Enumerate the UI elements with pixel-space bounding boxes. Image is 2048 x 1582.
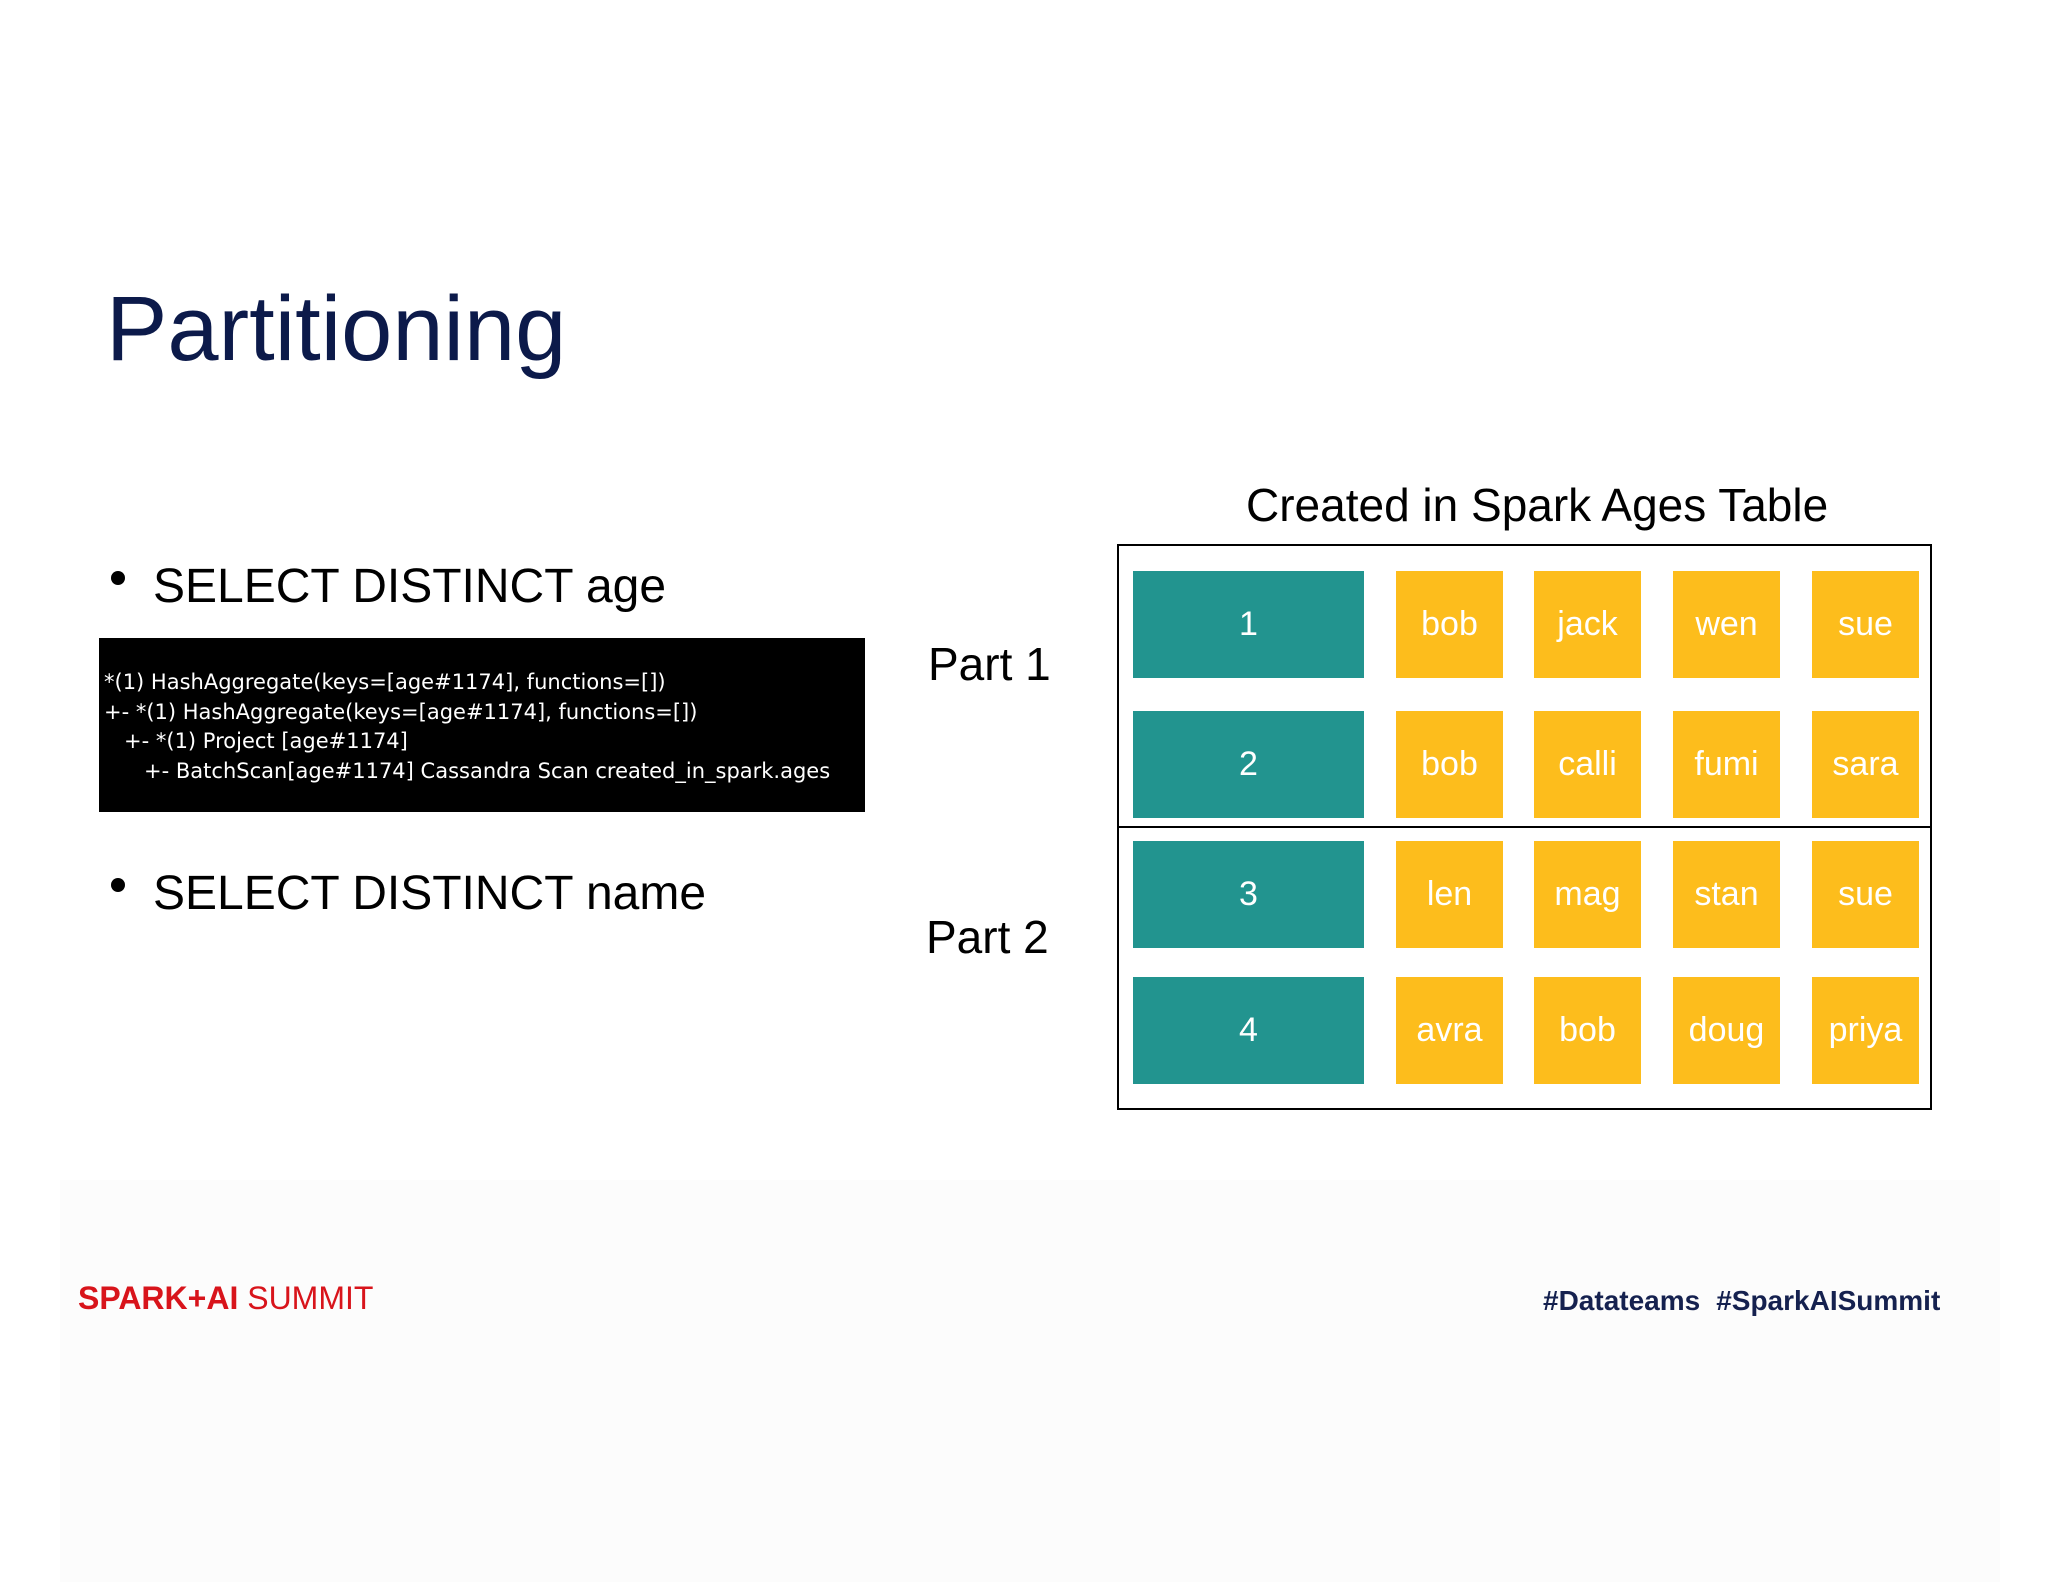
footer-background (60, 1180, 2000, 1582)
name-cell: bob (1534, 977, 1641, 1084)
bullet-dot-icon (111, 571, 125, 585)
name-cell: bob (1396, 571, 1503, 678)
name-cell: stan (1673, 841, 1780, 948)
bullet-dot-icon (111, 878, 125, 892)
plan-line: +- BatchScan[age#1174] Cassandra Scan cr… (104, 759, 831, 783)
query-plan-box: *(1) HashAggregate(keys=[age#1174], func… (99, 638, 865, 812)
plan-line: +- *(1) Project [age#1174] (104, 729, 408, 753)
name-cell: sue (1812, 571, 1919, 678)
name-cell: sara (1812, 711, 1919, 818)
plan-line: *(1) HashAggregate(keys=[age#1174], func… (104, 670, 666, 694)
slide-title: Partitioning (106, 278, 567, 380)
partition-divider (1117, 826, 1932, 828)
brand-bold: SPARK+AI (78, 1280, 239, 1316)
name-cell: wen (1673, 571, 1780, 678)
name-cell: calli (1534, 711, 1641, 818)
partition-label: Part 1 (928, 638, 1051, 690)
bullet-text: SELECT DISTINCT name (153, 867, 707, 920)
name-cell: len (1396, 841, 1503, 948)
name-cell: jack (1534, 571, 1641, 678)
age-cell: 4 (1133, 977, 1364, 1084)
age-cell: 1 (1133, 571, 1364, 678)
bullet-text: SELECT DISTINCT age (153, 560, 667, 613)
name-cell: mag (1534, 841, 1641, 948)
brand-light: SUMMIT (238, 1280, 374, 1316)
hashtags: #Datateams #SparkAISummit (1543, 1287, 1956, 1315)
partition-label: Part 2 (926, 911, 1049, 963)
hashtag: #SparkAISummit (1716, 1285, 1941, 1316)
name-cell: fumi (1673, 711, 1780, 818)
name-cell: avra (1396, 977, 1503, 1084)
age-cell: 2 (1133, 711, 1364, 818)
name-cell: priya (1812, 977, 1919, 1084)
name-cell: sue (1812, 841, 1919, 948)
age-cell: 3 (1133, 841, 1364, 948)
name-cell: doug (1673, 977, 1780, 1084)
summit-logo: SPARK+AI SUMMIT (78, 1282, 373, 1314)
hashtag: #Datateams (1543, 1285, 1701, 1316)
plan-line: +- *(1) HashAggregate(keys=[age#1174], f… (104, 700, 698, 724)
table-title: Created in Spark Ages Table (1246, 479, 1829, 531)
name-cell: bob (1396, 711, 1503, 818)
